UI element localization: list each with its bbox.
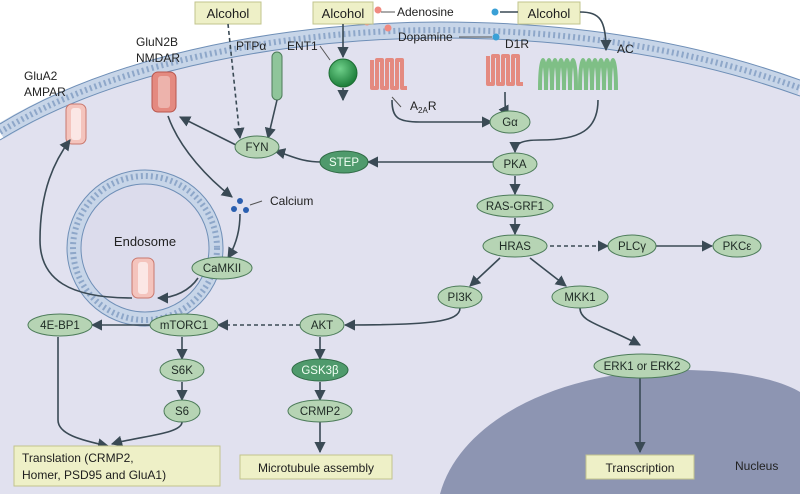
adenosine-label: Adenosine: [397, 5, 454, 19]
node-pkce: PKCε: [712, 234, 762, 258]
svg-text:Gα: Gα: [502, 117, 518, 129]
nucleus: [440, 370, 800, 494]
svg-text:FYN: FYN: [246, 142, 269, 154]
svg-text:ERK1 or ERK2: ERK1 or ERK2: [604, 361, 681, 373]
node-erk: ERK1 or ERK2: [593, 353, 691, 379]
endosome-label: Endosome: [114, 234, 176, 249]
svg-text:HRAS: HRAS: [499, 241, 531, 253]
node-mkk1: MKK1: [551, 285, 609, 309]
a2ar-label: A2AR: [410, 99, 437, 115]
svg-text:STEP: STEP: [329, 157, 359, 169]
ptpa-receptor: [271, 51, 283, 101]
node-gsk3b: GSK3β: [291, 358, 349, 382]
d1r-receptor: [486, 54, 523, 86]
node-pka: PKA: [492, 152, 538, 176]
node-camkii: CaMKII: [191, 256, 253, 280]
svg-text:MKK1: MKK1: [564, 292, 595, 304]
svg-text:Alcohol: Alcohol: [528, 6, 571, 21]
node-step: STEP: [319, 150, 369, 174]
a2ar-receptor: [370, 58, 407, 90]
svg-text:PI3K: PI3K: [448, 292, 473, 304]
alcohol-box-3: Alcohol: [517, 1, 581, 25]
transcription-box: Transcription: [585, 454, 695, 480]
calcium-dot-1: [237, 198, 243, 204]
svg-text:PLCγ: PLCγ: [618, 241, 646, 253]
glun2b-label: GluN2B: [136, 35, 178, 49]
plasma-membrane: [0, 21, 800, 141]
svg-text:Homer, PSD95 and GluA1): Homer, PSD95 and GluA1): [22, 468, 166, 482]
alcohol-box-2: Alcohol: [312, 1, 374, 25]
node-crmp2: CRMP2: [287, 399, 353, 423]
translation-box: Translation (CRMP2, Homer, PSD95 and Glu…: [13, 445, 221, 487]
arrows: [39, 11, 714, 454]
nucleus-label: Nucleus: [735, 459, 778, 473]
svg-text:Alcohol: Alcohol: [322, 6, 365, 21]
svg-text:RAS-GRF1: RAS-GRF1: [486, 201, 544, 213]
svg-text:CRMP2: CRMP2: [300, 406, 340, 418]
svg-text:mTORC1: mTORC1: [160, 320, 208, 332]
svg-text:Alcohol: Alcohol: [207, 6, 250, 21]
glua2-ampar-receptor: [65, 103, 87, 145]
dopamine-label: Dopamine: [398, 30, 453, 44]
svg-text:Transcription: Transcription: [606, 461, 675, 475]
node-mtorc1: mTORC1: [149, 313, 219, 337]
svg-text:PKCε: PKCε: [723, 241, 752, 253]
svg-text:4E-BP1: 4E-BP1: [40, 320, 80, 332]
svg-text:PKA: PKA: [503, 159, 526, 171]
svg-text:S6K: S6K: [171, 365, 193, 377]
node-rasgrf1: RAS-GRF1: [476, 194, 554, 218]
svg-text:Microtubule assembly: Microtubule assembly: [258, 461, 374, 475]
node-4ebp1: 4E-BP1: [27, 313, 93, 337]
label-leaders: [249, 11, 492, 206]
svg-text:Translation (CRMP2,: Translation (CRMP2,: [22, 451, 134, 465]
endosome: Endosome: [66, 169, 224, 327]
ac-enzyme: [538, 58, 618, 91]
d1r-label: D1R: [505, 37, 529, 51]
calcium-dot-3: [243, 207, 249, 213]
calcium-label: Calcium: [270, 194, 313, 208]
node-plcg: PLCγ: [607, 234, 657, 258]
adenosine-dot-3: [384, 24, 392, 32]
node-s6k: S6K: [159, 358, 205, 382]
adenosine-dot-1: [374, 6, 382, 14]
glun2b-nmdar-receptor: [151, 71, 177, 113]
svg-text:S6: S6: [175, 406, 189, 418]
ampar-label: AMPAR: [24, 85, 66, 99]
endosome-ampar-receptor: [131, 257, 155, 299]
ent1-label: ENT1: [287, 39, 318, 53]
ptpa-label: PTPα: [236, 39, 266, 53]
svg-text:AKT: AKT: [311, 320, 333, 332]
dopamine-dot-2: [492, 33, 500, 41]
alcohol-box-1: Alcohol: [194, 1, 262, 25]
ent1-transporter: [328, 58, 358, 88]
svg-text:CaMKII: CaMKII: [203, 263, 241, 275]
ac-label: AC: [617, 42, 634, 56]
node-hras: HRAS: [482, 234, 548, 258]
node-s6: S6: [163, 399, 201, 423]
nmdar-label: NMDAR: [136, 51, 180, 65]
glua2-label: GluA2: [24, 69, 58, 83]
calcium-dot-2: [231, 206, 237, 212]
node-galpha: Gα: [489, 110, 531, 134]
node-akt: AKT: [299, 313, 345, 337]
svg-text:GSK3β: GSK3β: [301, 365, 339, 377]
node-pi3k: PI3K: [437, 285, 483, 309]
dopamine-dot-1: [491, 8, 499, 16]
microtubule-box: Microtubule assembly: [239, 454, 393, 480]
node-fyn: FYN: [234, 135, 280, 159]
